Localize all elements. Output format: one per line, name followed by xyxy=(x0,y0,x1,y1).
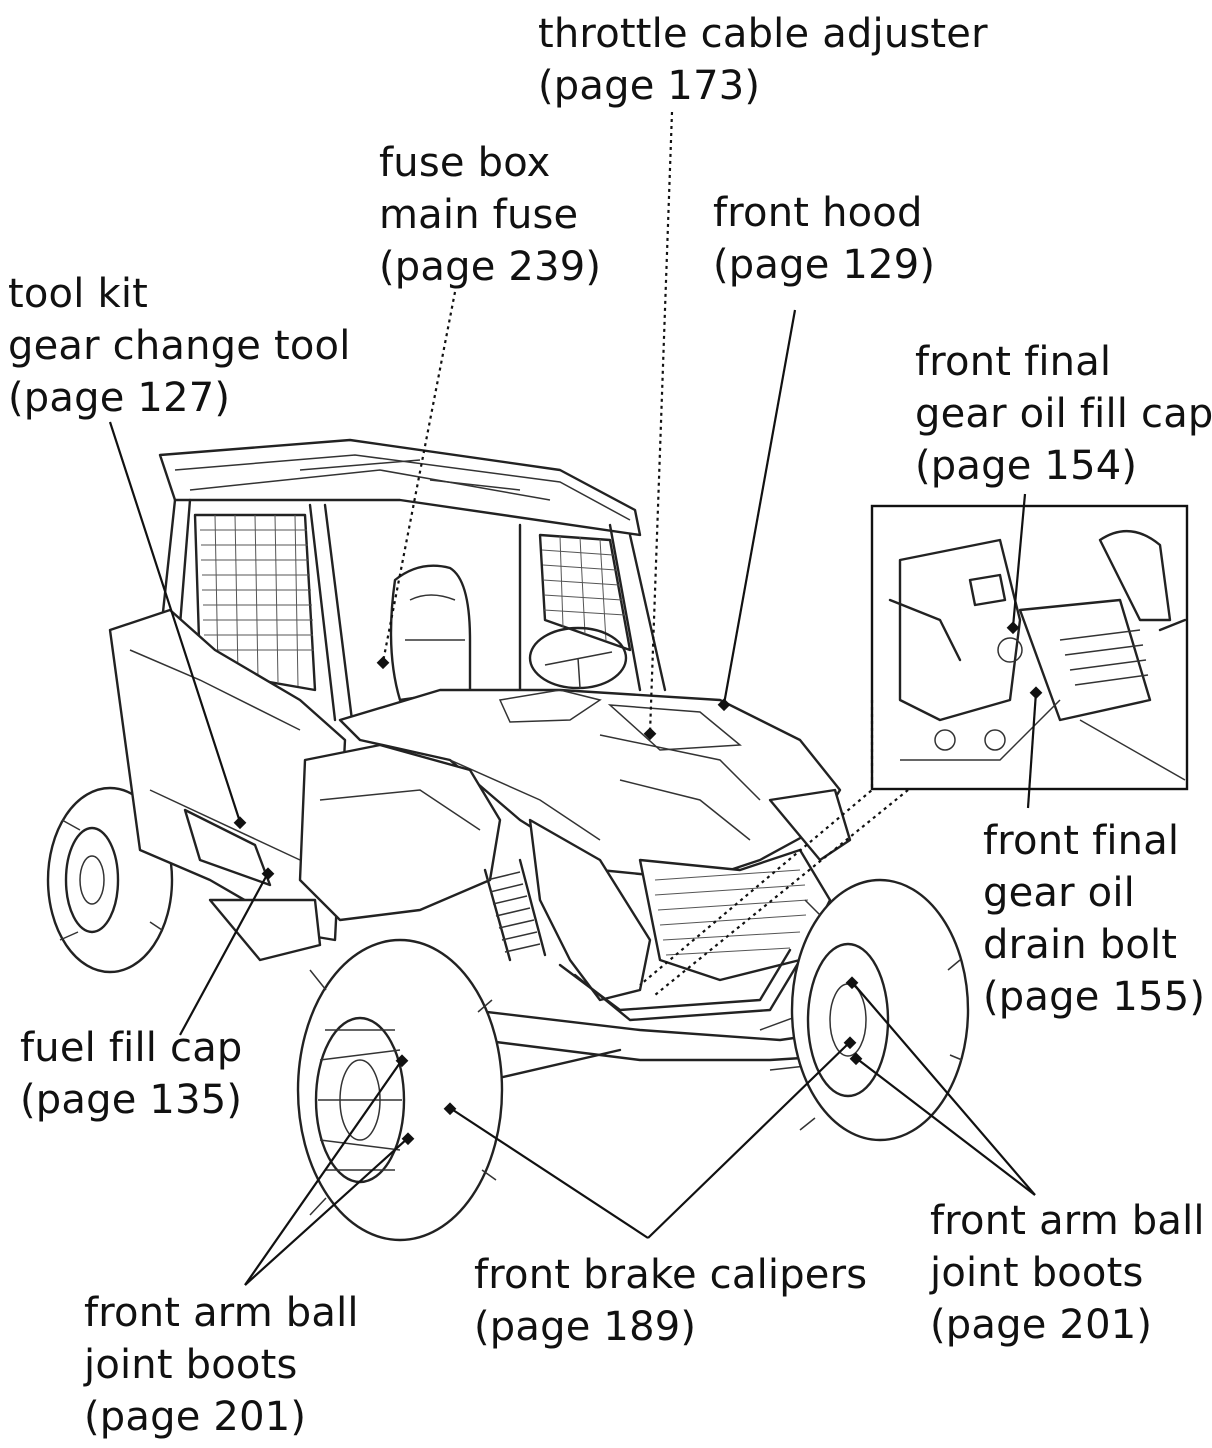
callout-front-brake-calipers: front brake calipers (page 189) xyxy=(474,1249,867,1353)
callout-line: fuse box xyxy=(379,140,551,186)
leader-boots-left-b xyxy=(244,1137,409,1286)
leader-gear-drain xyxy=(1026,691,1038,809)
front-right-wheel xyxy=(790,878,970,1142)
callout-line: gear change tool xyxy=(8,323,351,369)
left-mesh-panel xyxy=(193,513,317,692)
leader-brakes-b xyxy=(647,1041,851,1239)
callout-line: throttle cable adjuster xyxy=(538,11,988,57)
body-side xyxy=(108,608,347,962)
leader-fuel xyxy=(179,872,269,1036)
callout-line: joint boots xyxy=(84,1342,298,1388)
callout-page-ref: (page 154) xyxy=(915,443,1138,489)
seat xyxy=(389,564,472,702)
front-left-wheel xyxy=(296,938,504,1242)
callout-fuse-box: fuse box main fuse (page 239) xyxy=(379,137,601,293)
callout-line: front hood xyxy=(713,190,923,236)
leader-inset-a xyxy=(639,700,874,986)
callout-page-ref: (page 201) xyxy=(930,1302,1153,1348)
callout-page-ref: (page 173) xyxy=(538,63,761,109)
gear-case-inset xyxy=(870,504,1189,791)
callout-page-ref: (page 189) xyxy=(474,1304,697,1350)
right-mesh-panel xyxy=(538,533,632,652)
callout-page-ref: (page 129) xyxy=(713,242,936,288)
front-fender xyxy=(298,743,502,922)
callout-page-ref: (page 127) xyxy=(8,375,231,421)
callout-line: fuel fill cap xyxy=(20,1025,243,1071)
callout-gear-oil-fill-cap: front final gear oil fill cap (page 154) xyxy=(915,336,1212,492)
callout-line: gear oil fill cap xyxy=(915,391,1212,437)
roof xyxy=(158,438,642,537)
callout-front-hood: front hood (page 129) xyxy=(713,187,935,291)
leader-boots-left-a xyxy=(244,1059,403,1286)
leader-brakes-a xyxy=(449,1107,649,1239)
callout-line: main fuse xyxy=(379,192,579,238)
roll-cage xyxy=(158,498,667,722)
front-bumper xyxy=(558,948,802,1022)
callout-throttle-cable-adjuster: throttle cable adjuster (page 173) xyxy=(538,8,988,112)
point-markers xyxy=(233,621,1043,1146)
callout-line: front final xyxy=(983,818,1180,864)
callout-line: front brake calipers xyxy=(474,1252,868,1298)
callout-tool-kit: tool kit gear change tool (page 127) xyxy=(8,268,351,424)
leader-gear-fill xyxy=(1011,493,1027,628)
callout-page-ref: (page 135) xyxy=(20,1077,243,1123)
callout-line: front arm ball xyxy=(930,1198,1205,1244)
callout-fuel-fill-cap: fuel fill cap (page 135) xyxy=(20,1022,243,1126)
callout-page-ref: (page 201) xyxy=(84,1394,307,1440)
callout-page-ref: (page 239) xyxy=(379,244,602,290)
leader-toolkit xyxy=(108,421,242,823)
leader-throttle xyxy=(648,111,674,734)
leader-boots-right-a xyxy=(851,981,1036,1196)
leader-inset-b xyxy=(654,789,909,996)
callout-line: front final xyxy=(915,339,1112,385)
callout-right-ball-joint-boots: front arm ball joint boots (page 201) xyxy=(930,1195,1205,1351)
callout-line: gear oil xyxy=(983,870,1135,916)
callout-line: joint boots xyxy=(930,1250,1144,1296)
leader-boots-right-b xyxy=(855,1057,1036,1196)
left-shock-absorber xyxy=(483,858,547,962)
leader-hood xyxy=(722,309,797,705)
leader-lines xyxy=(108,111,1038,1286)
callout-page-ref: (page 155) xyxy=(983,974,1206,1020)
callout-line: tool kit xyxy=(8,271,149,317)
callout-left-ball-joint-boots: front arm ball joint boots (page 201) xyxy=(84,1287,359,1443)
headlight-nose xyxy=(528,788,852,1002)
callout-gear-oil-drain-bolt: front final gear oil drain bolt (page 15… xyxy=(983,815,1205,1023)
steering-wheel xyxy=(528,626,628,690)
callout-line: drain bolt xyxy=(983,922,1178,968)
callout-line: front arm ball xyxy=(84,1290,359,1336)
